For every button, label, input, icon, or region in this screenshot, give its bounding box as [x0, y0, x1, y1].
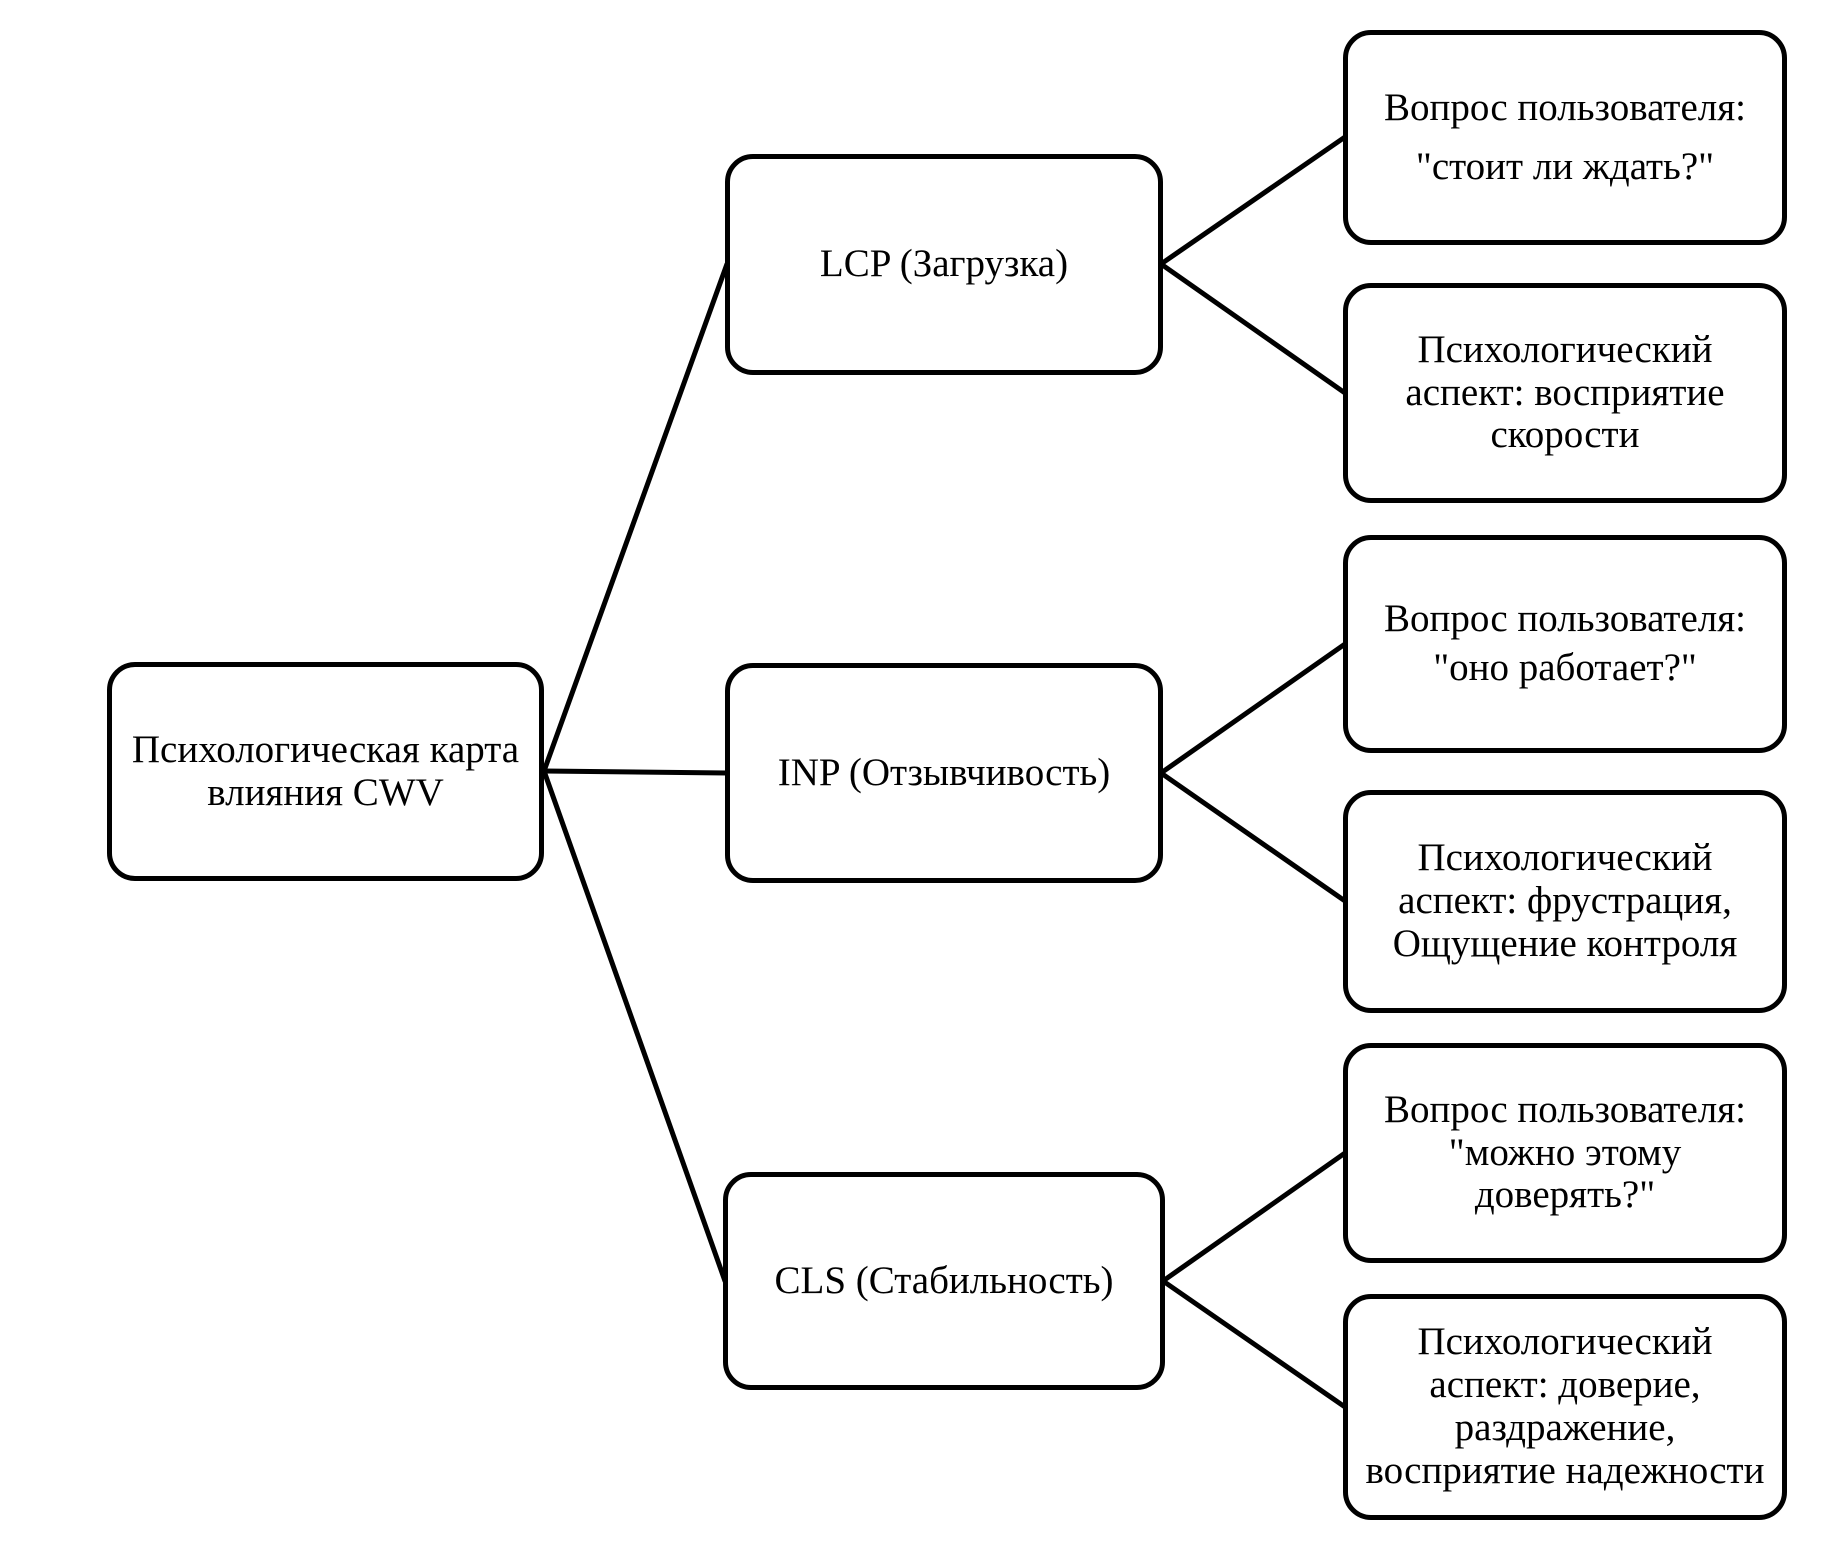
- branch-node-lcp: LCP (Загрузка): [725, 154, 1163, 375]
- leaf-node-lcp-aspect: Психологический аспект: восприятие скоро…: [1343, 283, 1787, 503]
- connector-root-lcp: [541, 261, 730, 774]
- leaf-node-inp-aspect: Психологический аспект: фрустрация, Ощущ…: [1343, 790, 1787, 1013]
- connector-inp-aspect: [1158, 770, 1348, 904]
- connector-lcp-aspect: [1158, 261, 1348, 396]
- connector-root-inp: [541, 768, 730, 776]
- branch-node-lcp-label: LCP (Загрузка): [819, 242, 1069, 286]
- leaf-node-cls-aspect-label: Психологический аспект: доверие, раздраж…: [1365, 1320, 1765, 1492]
- leaf-node-inp-aspect-label: Психологический аспект: фрустрация, Ощущ…: [1392, 836, 1738, 965]
- connector-root-cls: [541, 768, 728, 1284]
- leaf-node-lcp-question: Вопрос пользователя: "стоит ли ждать?": [1343, 30, 1787, 245]
- branch-node-inp: INP (Отзывчивость): [725, 663, 1163, 883]
- root-node-label: Психологическая карта влияния CWV: [131, 728, 520, 814]
- connector-lcp-question: [1158, 134, 1348, 267]
- leaf-node-lcp-aspect-label: Психологический аспект: восприятие скоро…: [1405, 327, 1725, 457]
- connector-cls-aspect: [1160, 1278, 1348, 1410]
- branch-node-cls-label: CLS (Стабильность): [774, 1258, 1114, 1302]
- leaf-node-lcp-question-label: Вопрос пользователя: "стоит ли ждать?": [1384, 86, 1746, 188]
- root-node: Психологическая карта влияния CWV: [107, 662, 544, 881]
- connector-cls-question: [1160, 1150, 1348, 1284]
- connector-inp-question: [1158, 641, 1348, 776]
- leaf-node-cls-question: Вопрос пользователя: "можно этому доверя…: [1343, 1043, 1787, 1263]
- leaf-node-cls-aspect: Психологический аспект: доверие, раздраж…: [1343, 1294, 1787, 1520]
- leaf-node-cls-question-label: Вопрос пользователя: "можно этому доверя…: [1384, 1087, 1746, 1217]
- branch-node-cls: CLS (Стабильность): [723, 1172, 1165, 1390]
- branch-node-inp-label: INP (Отзывчивость): [777, 750, 1111, 794]
- leaf-node-inp-question: Вопрос пользователя: "оно работает?": [1343, 535, 1787, 753]
- leaf-node-inp-question-label: Вопрос пользователя: "оно работает?": [1384, 597, 1746, 689]
